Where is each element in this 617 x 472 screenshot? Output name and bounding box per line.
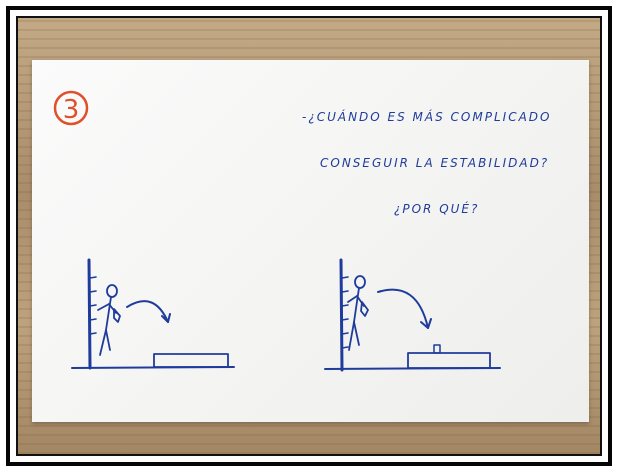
photo-border: 3	[16, 16, 602, 456]
number-circle	[53, 90, 89, 126]
right-scene	[324, 258, 501, 372]
number-label: 3	[63, 95, 80, 125]
jump-arrow-right-icon	[377, 288, 429, 329]
low-box-right	[407, 352, 491, 369]
question-line-1: -¿CUÁNDO ES MÁS COMPLICADO	[302, 110, 552, 124]
stick-figure-left-icon	[97, 284, 121, 356]
wall-bars-left	[87, 258, 97, 370]
question-line-3: ¿POR QUÉ?	[394, 202, 480, 216]
left-scene	[71, 258, 235, 370]
stick-figure-right-icon	[347, 275, 369, 351]
small-block-right	[433, 344, 441, 354]
paper-card: 3	[32, 60, 589, 422]
jump-arrowhead-right-icon	[420, 318, 432, 329]
question-line-2: CONSEGUIR LA ESTABILIDAD?	[320, 156, 550, 170]
jump-arrow-left-icon	[126, 300, 169, 323]
card-drawing: 3	[53, 90, 501, 372]
number-badge: 3	[53, 90, 89, 126]
photo-frame: 3	[6, 6, 612, 466]
wall-bars-right	[339, 258, 349, 372]
low-box-left	[153, 353, 229, 368]
jump-arrowhead-left-icon	[161, 313, 171, 323]
